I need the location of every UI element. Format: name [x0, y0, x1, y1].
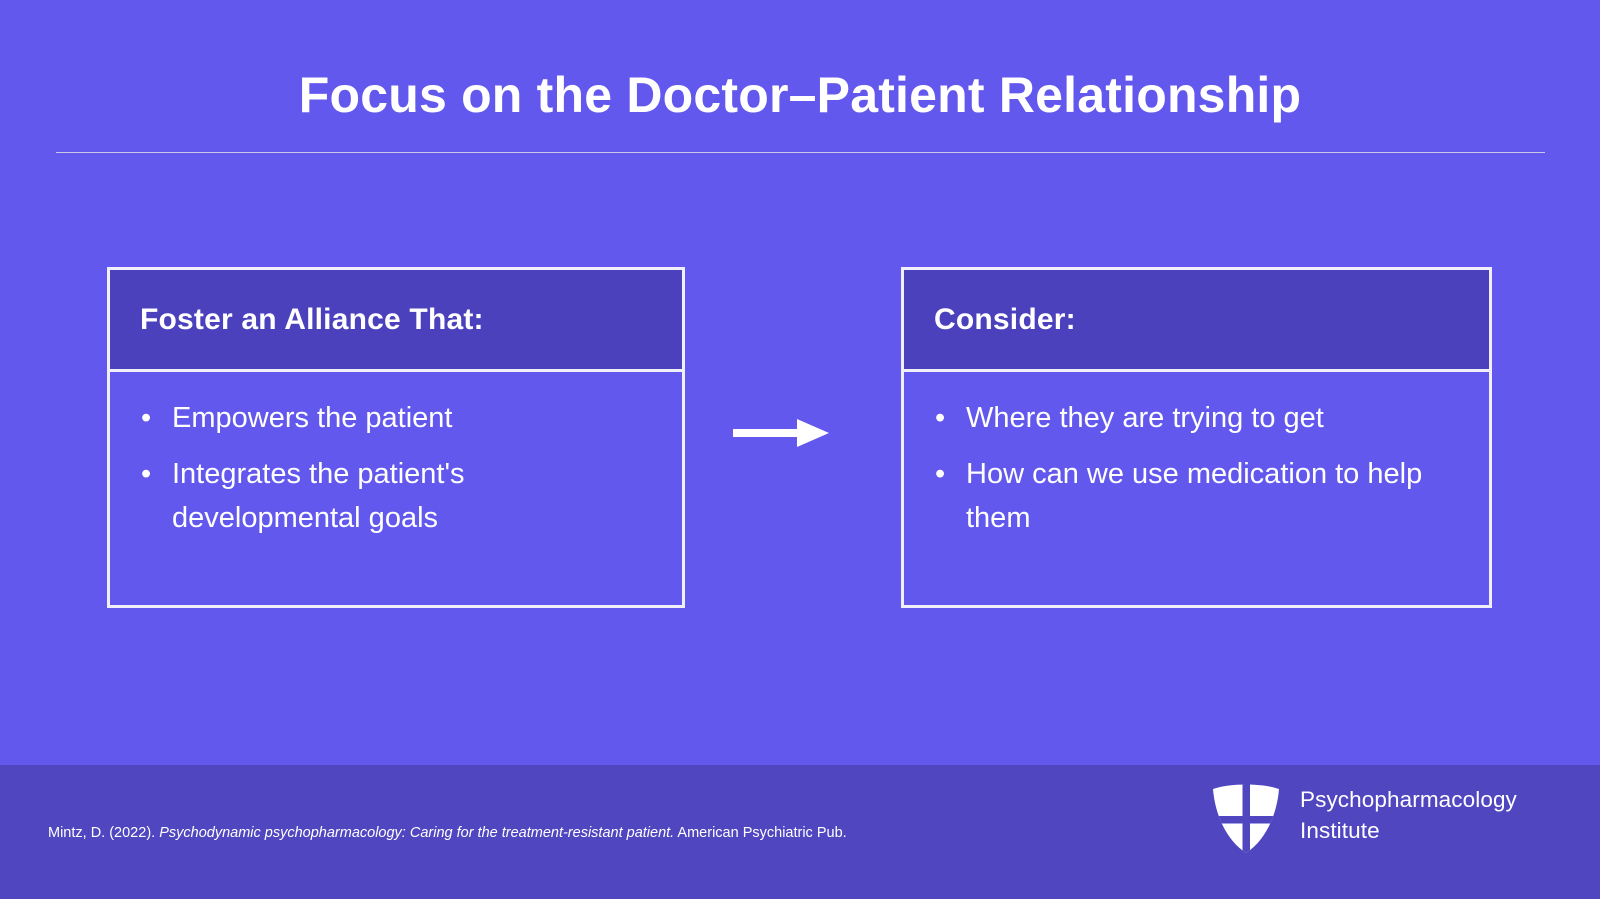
shield-logo-icon — [1208, 780, 1284, 856]
list-item-label: Where they are trying to get — [966, 402, 1324, 434]
panel-left-header-label: Foster an Alliance That: — [140, 302, 484, 336]
footer-band — [0, 765, 1600, 899]
citation-publisher: American Psychiatric Pub. — [674, 825, 847, 841]
citation-author-year: Mintz, D. (2022). — [48, 825, 160, 841]
panel-right-body: • Where they are trying to get • How can… — [904, 372, 1489, 540]
arrow-right-icon — [733, 418, 829, 448]
list-item: • Empowers the patient — [132, 396, 660, 440]
panel-left-bullet-list: • Empowers the patient • Integrates the … — [132, 396, 660, 540]
list-item-label: Integrates the patient's developmental g… — [172, 458, 465, 534]
panel-foster-alliance: Foster an Alliance That: • Empowers the … — [107, 267, 685, 608]
page-title: Focus on the Doctor–Patient Relationship — [298, 67, 1302, 123]
panel-right-header-label: Consider: — [934, 302, 1076, 336]
list-item-label: Empowers the patient — [172, 402, 453, 434]
panel-left-body: • Empowers the patient • Integrates the … — [110, 372, 682, 540]
list-item: • Integrates the patient's developmental… — [132, 452, 660, 540]
brand-logo-line-1: Psychopharmacology — [1300, 787, 1517, 812]
brand-logo: Psychopharmacology Institute — [1208, 780, 1538, 856]
citation-text: Mintz, D. (2022). Psychodynamic psychoph… — [48, 824, 847, 842]
list-item: • Where they are trying to get — [926, 396, 1467, 440]
bullet-icon: • — [141, 402, 152, 434]
panel-consider: Consider: • Where they are trying to get… — [901, 267, 1492, 608]
brand-logo-line-2: Institute — [1300, 818, 1380, 843]
brand-logo-text: Psychopharmacology Institute — [1300, 784, 1517, 846]
bullet-icon: • — [141, 458, 152, 490]
panel-right-bullet-list: • Where they are trying to get • How can… — [926, 396, 1467, 540]
bullet-icon: • — [935, 402, 946, 434]
panel-left-header: Foster an Alliance That: — [110, 270, 682, 372]
list-item-label: How can we use medication to help them — [966, 458, 1423, 534]
panel-right-header: Consider: — [904, 270, 1489, 372]
citation-title: Psychodynamic psychopharmacology: Caring… — [159, 825, 675, 841]
title-divider — [56, 152, 1545, 153]
bullet-icon: • — [935, 458, 946, 490]
list-item: • How can we use medication to help them — [926, 452, 1467, 540]
